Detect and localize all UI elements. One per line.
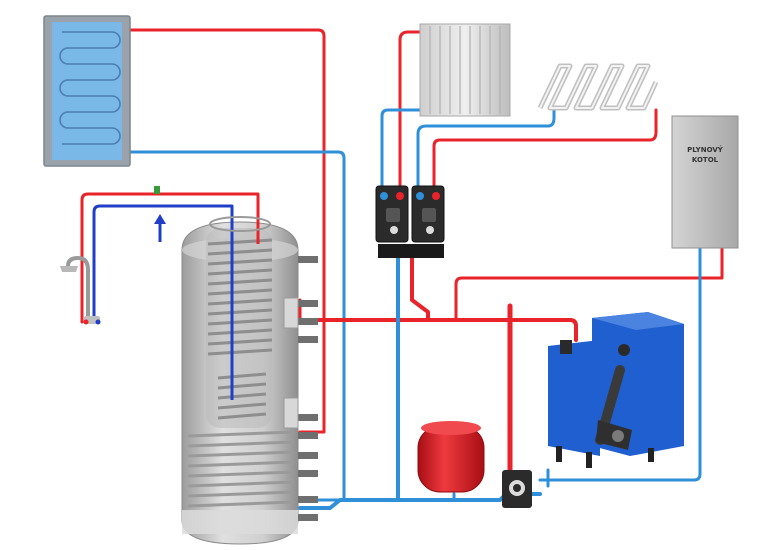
gas-boiler-label-line1: PLYNOVÝ [687,145,724,154]
pipe-radiator-supply [398,30,422,198]
gas-boiler-label-line2: KOTOL [692,156,719,164]
shower-icon [60,255,101,325]
gas-boiler-icon: PLYNOVÝ KOTOL [671,115,739,249]
pipe-dhw-hot [80,192,260,324]
pump-group-icon [375,185,445,258]
radiator-icon [419,23,511,117]
pipe-solar-hot [120,28,326,434]
solid-fuel-boiler-icon [548,312,684,468]
pipe-header-hot-2 [426,318,578,342]
mixing-valve-icon [154,186,160,194]
storage-tank-icon [181,216,318,545]
floor-heating-icon [537,63,659,111]
pipe-gas-supply [454,246,724,322]
arrow-up-icon [154,214,166,242]
loading-pump-icon [502,470,532,508]
expansion-vessel-icon [417,421,485,493]
pipe-floor-supply [432,108,658,198]
pipe-dhw-cold [92,204,234,324]
pipe-floor-return [416,106,556,198]
pipe-solar-cold [126,150,346,502]
pipe-radiator-return [380,108,422,198]
pipe-gas-return [538,246,702,482]
solar-collector-icon [43,15,131,167]
pipe-header-hot [298,252,430,322]
